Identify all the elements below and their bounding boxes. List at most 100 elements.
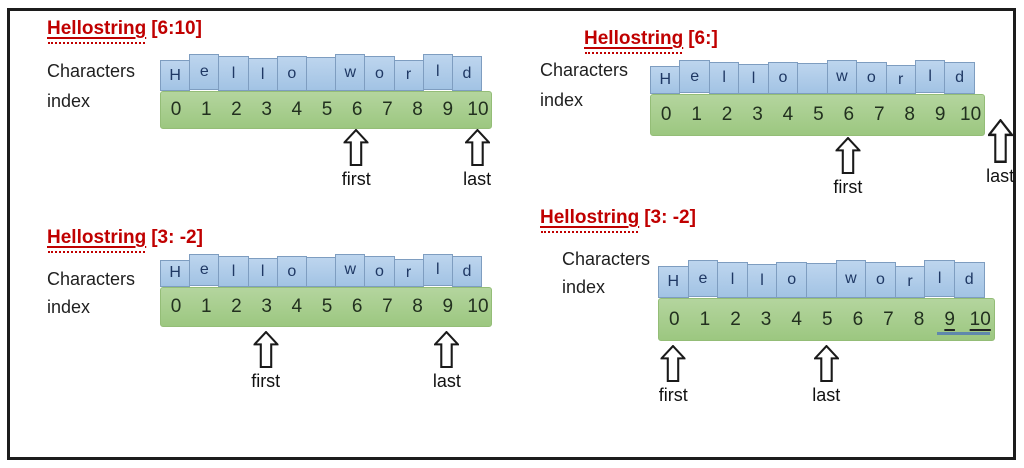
index-cell: 7 bbox=[873, 104, 885, 125]
up-arrow-icon bbox=[343, 129, 369, 166]
char-cell: H bbox=[650, 65, 681, 94]
diagram-border bbox=[7, 8, 1016, 460]
title-word: Hellostring bbox=[47, 227, 147, 248]
index-cell: 1 bbox=[200, 99, 212, 120]
index-cell: 5 bbox=[321, 296, 333, 317]
index-cell: 10 bbox=[960, 104, 982, 125]
index-cell: 3 bbox=[760, 308, 772, 330]
char-cell: d bbox=[953, 262, 985, 298]
up-arrow-icon bbox=[813, 345, 839, 382]
index-cell: 10 bbox=[467, 99, 489, 120]
arrow-label: first bbox=[251, 371, 281, 391]
first-arrow: first bbox=[251, 331, 280, 392]
char-cell: l bbox=[708, 62, 740, 94]
char-cell: l bbox=[247, 58, 278, 91]
arrow-label: last bbox=[463, 169, 492, 189]
char-cell: l bbox=[218, 256, 249, 287]
up-arrow-icon bbox=[464, 129, 490, 166]
characters-label: Characters bbox=[562, 249, 651, 269]
char-cell: l bbox=[218, 56, 249, 91]
up-arrow-icon bbox=[253, 331, 279, 368]
title-slice: [3: -2] bbox=[644, 207, 696, 228]
title-word: Hellostring bbox=[47, 18, 147, 39]
panel-title: Hellostring[3: -2] bbox=[540, 207, 696, 229]
index-cell: 0 bbox=[170, 296, 182, 317]
index-cell: 8 bbox=[913, 308, 925, 330]
index-cell: 3 bbox=[261, 296, 272, 317]
char-cell: H bbox=[658, 266, 689, 298]
index-cell: 3 bbox=[261, 99, 272, 120]
char-cell: e bbox=[687, 260, 719, 298]
index-cell: 7 bbox=[883, 308, 894, 330]
char-cell: H bbox=[160, 60, 191, 91]
char-cell: l bbox=[422, 54, 453, 91]
char-cell: r bbox=[894, 265, 926, 298]
char-cell: l bbox=[738, 63, 769, 94]
char-cell: r bbox=[885, 65, 916, 94]
first-arrow: first bbox=[833, 137, 862, 198]
char-cell: w bbox=[335, 254, 366, 287]
panel-title: Hellostring[3: -2] bbox=[47, 227, 203, 249]
index-cell: 5 bbox=[821, 308, 833, 330]
index-cell: 4 bbox=[791, 308, 802, 330]
arrow-label: last bbox=[432, 371, 461, 391]
up-arrow-icon bbox=[835, 137, 861, 174]
index-cell: 4 bbox=[291, 99, 303, 120]
index-cell: 6 bbox=[351, 296, 363, 317]
char-cell: o bbox=[364, 56, 395, 91]
last-arrow: last bbox=[812, 345, 840, 406]
arrow-label: first bbox=[833, 177, 863, 197]
index-cell: 5 bbox=[813, 104, 824, 125]
up-arrow-icon bbox=[987, 119, 1013, 163]
index-cell: 9 bbox=[442, 99, 454, 120]
index-cell: 8 bbox=[412, 99, 423, 120]
index-cell: 9 bbox=[442, 296, 454, 317]
arrow-label: last bbox=[986, 166, 1015, 186]
index-cell: 4 bbox=[291, 296, 303, 317]
panel-title: Hellostring[6:10] bbox=[47, 18, 202, 40]
char-cell: l bbox=[717, 262, 748, 298]
char-cell: d bbox=[944, 62, 975, 94]
index-cell: 1 bbox=[699, 308, 711, 330]
up-arrow-icon bbox=[434, 331, 460, 368]
last-arrow: last bbox=[463, 129, 491, 190]
char-cell: l bbox=[924, 260, 955, 298]
last-arrow: last bbox=[986, 119, 1014, 187]
index-cell: 4 bbox=[782, 104, 794, 125]
index-cell: 5 bbox=[321, 99, 333, 120]
char-cell bbox=[797, 63, 828, 94]
index-cell: 9 bbox=[944, 308, 955, 330]
char-cell bbox=[805, 263, 837, 298]
characters-label: Characters bbox=[47, 61, 136, 81]
index-cell: 7 bbox=[382, 99, 393, 120]
first-arrow: first bbox=[659, 345, 688, 406]
char-cell bbox=[305, 257, 337, 287]
arrow-label: last bbox=[812, 385, 841, 405]
first-arrow: first bbox=[342, 129, 371, 190]
char-cell: w bbox=[835, 260, 867, 299]
index-cell: 0 bbox=[669, 308, 680, 330]
index-cell: 9 bbox=[934, 104, 946, 125]
char-cell: d bbox=[451, 256, 483, 287]
index-cell: 2 bbox=[231, 99, 242, 120]
panel-title: Hellostring[6:] bbox=[584, 28, 718, 50]
char-cell: o bbox=[865, 262, 896, 298]
char-cell: l bbox=[914, 60, 946, 94]
char-cell: o bbox=[364, 256, 395, 287]
index-cell: 1 bbox=[200, 296, 212, 317]
char-cell: e bbox=[189, 254, 220, 287]
index-label: index bbox=[47, 91, 91, 111]
title-word: Hellostring bbox=[540, 207, 640, 228]
index-cell: 0 bbox=[660, 104, 672, 125]
index-cell: 3 bbox=[752, 104, 763, 125]
index-cell: 2 bbox=[730, 308, 741, 330]
char-cell: d bbox=[451, 56, 483, 91]
arrow-label: first bbox=[658, 385, 688, 405]
char-cell: l bbox=[746, 264, 778, 298]
